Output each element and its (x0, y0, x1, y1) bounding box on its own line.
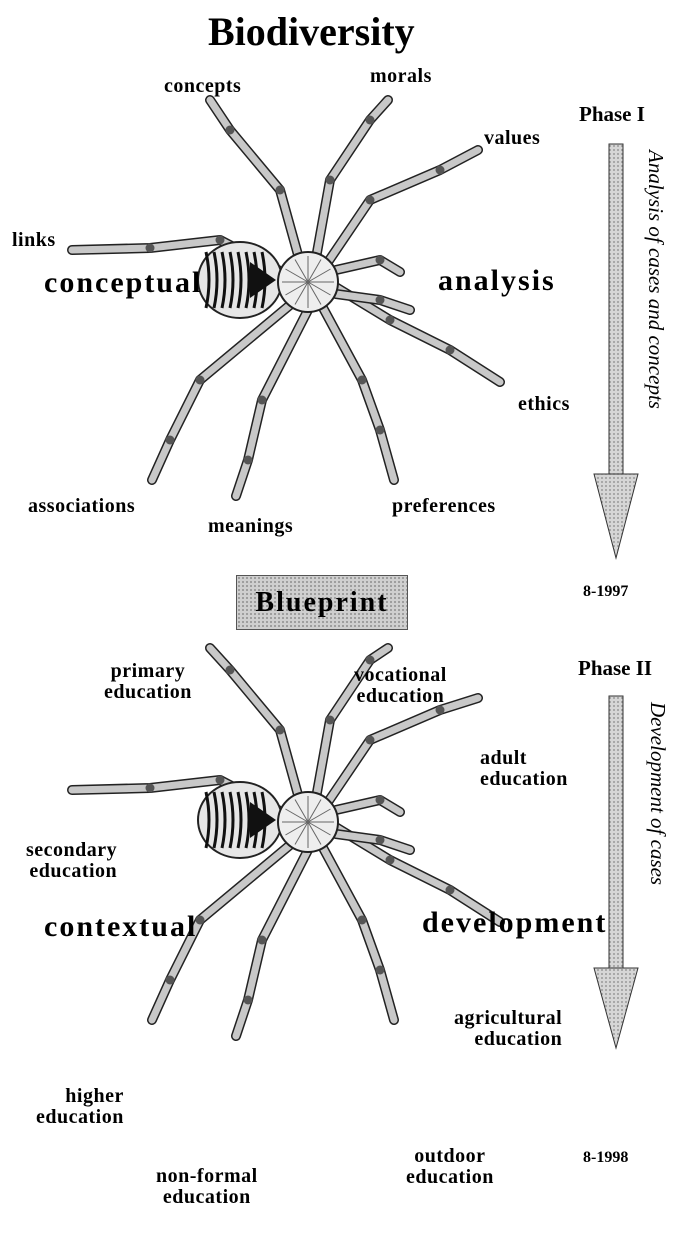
spider-leg-fill (322, 306, 394, 480)
leg-label-vocational-education: vocational education (354, 665, 447, 707)
leg-joint (446, 886, 455, 895)
leg-joint (146, 784, 155, 793)
down-arrow (594, 696, 638, 1048)
spider-leg (152, 300, 296, 480)
body-label-development: development (422, 908, 607, 938)
leg-joint (226, 126, 235, 135)
body-label-analysis: analysis (438, 266, 556, 296)
spider-leg (328, 698, 478, 802)
leg-joint (226, 666, 235, 675)
leg-joint (386, 316, 395, 325)
spider-leg-fill (328, 698, 478, 802)
leg-label-meanings: meanings (208, 516, 293, 536)
arrow-caption: Analysis of cases and concepts (643, 150, 668, 409)
phase-label: Phase I (579, 104, 645, 125)
leg-label-outdoor-education: outdoor education (406, 1146, 494, 1188)
leg-label-links: links (12, 230, 56, 250)
leg-joint (166, 976, 175, 985)
leg-joint (166, 436, 175, 445)
spider-leg-fill (152, 300, 296, 480)
leg-joint (376, 256, 385, 265)
down-arrow (594, 144, 638, 558)
leg-joint (276, 186, 285, 195)
leg-label-agricultural-education: agricultural education (454, 1008, 562, 1050)
leg-joint (196, 376, 205, 385)
leg-joint (258, 936, 267, 945)
leg-joint (376, 296, 385, 305)
leg-joint (446, 346, 455, 355)
body-label-conceptual: conceptual (44, 268, 202, 298)
leg-label-values: values (484, 128, 540, 148)
leg-joint (386, 856, 395, 865)
spider-leg (328, 150, 478, 262)
blueprint-label: Blueprint (237, 587, 407, 619)
leg-label-secondary-education: secondary education (26, 840, 117, 882)
leg-label-concepts: concepts (164, 76, 241, 96)
leg-joint (326, 176, 335, 185)
leg-label-preferences: preferences (392, 496, 496, 516)
body-label-contextual: contextual (44, 912, 197, 942)
leg-joint (376, 796, 385, 805)
leg-joint (244, 456, 253, 465)
leg-label-ethics: ethics (518, 394, 570, 414)
leg-joint (376, 836, 385, 845)
leg-joint (216, 236, 225, 245)
leg-joint (358, 376, 367, 385)
leg-joint (216, 776, 225, 785)
blueprint-box: Blueprint (236, 575, 408, 630)
leg-label-non-formal-education: non-formal education (156, 1166, 258, 1208)
spider-leg-fill (322, 846, 394, 1020)
leg-joint (366, 116, 375, 125)
leg-joint (244, 996, 253, 1005)
phase-label: Phase II (578, 658, 652, 679)
leg-label-higher-education: higher education (36, 1086, 124, 1128)
leg-label-morals: morals (370, 66, 432, 86)
leg-joint (376, 966, 385, 975)
phase-date: 8-1997 (583, 584, 628, 600)
leg-label-adult-education: adult education (480, 748, 568, 790)
leg-joint (358, 916, 367, 925)
leg-label-associations: associations (28, 496, 135, 516)
leg-joint (376, 426, 385, 435)
leg-joint (258, 396, 267, 405)
leg-joint (276, 726, 285, 735)
leg-label-primary-education: primary education (104, 661, 192, 703)
leg-joint (366, 736, 375, 745)
leg-joint (326, 716, 335, 725)
phase-date: 8-1998 (583, 1150, 628, 1166)
leg-joint (146, 244, 155, 253)
leg-joint (436, 166, 445, 175)
leg-joint (366, 196, 375, 205)
arrow-caption: Development of cases (645, 702, 670, 885)
